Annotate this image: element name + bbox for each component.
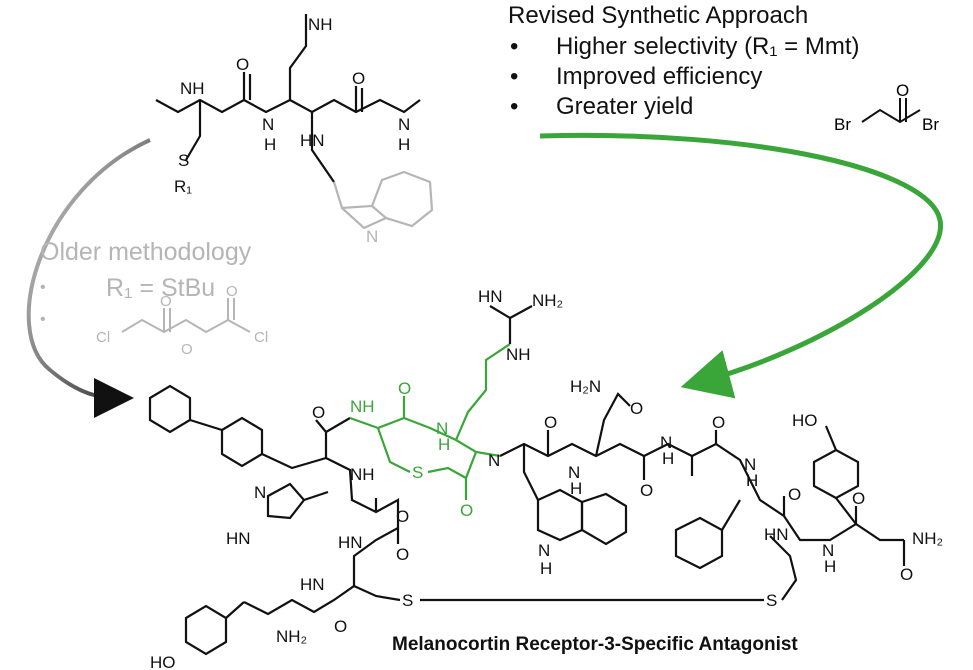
atom-label: N xyxy=(822,541,834,560)
atom-label: Br xyxy=(922,115,939,134)
atom-label: O xyxy=(396,507,409,526)
atom-label: Cl xyxy=(254,329,268,346)
atom-label: H xyxy=(570,479,582,498)
product-structure xyxy=(148,384,906,656)
atom-label: O xyxy=(398,379,411,398)
atom-label: O xyxy=(630,399,643,418)
atom-label: O xyxy=(544,413,557,432)
atom-label: NH xyxy=(308,15,333,34)
guanidine xyxy=(489,305,533,344)
atom-label: N xyxy=(366,227,378,246)
atom-label: HN xyxy=(300,131,325,150)
linker-labels: NH O N H S O xyxy=(350,379,473,520)
product-labels: O NH O HN O HN O NH₂ HO N HN S S N O N H… xyxy=(150,287,943,670)
atom-label: O xyxy=(788,485,801,504)
atom-label: HO xyxy=(150,653,176,670)
atom-label: N xyxy=(488,451,500,470)
atom-label: O xyxy=(712,413,725,432)
atom-label: N xyxy=(436,419,448,438)
atom-label: N xyxy=(538,541,550,560)
atom-label: N xyxy=(262,115,274,134)
atom-label: H xyxy=(746,471,758,490)
older-method-arrow xyxy=(26,138,151,418)
atom-label: N xyxy=(254,483,266,502)
atom-label: O xyxy=(852,489,865,508)
atom-label: S xyxy=(766,591,777,610)
revised-approach-heading: Revised Synthetic Approach xyxy=(508,2,809,29)
list-item xyxy=(40,304,215,336)
atom-label: HN xyxy=(226,529,251,548)
list-item: Improved efficiency xyxy=(508,62,859,92)
atom-label: H xyxy=(824,557,836,576)
precursor-labels: NH O N H NH HN O N H S R₁ N xyxy=(174,15,410,246)
atom-label: H xyxy=(264,135,276,154)
product-caption: Melanocortin Receptor-3-Specific Antagon… xyxy=(392,634,798,655)
revised-approach-list: Higher selectivity (R₁ = Mmt) Improved e… xyxy=(508,32,859,122)
atom-label: N xyxy=(744,455,756,474)
atom-label: N xyxy=(660,433,672,452)
atom-label: N xyxy=(398,115,410,134)
atom-label: O xyxy=(900,565,913,584)
list-item: Higher selectivity (R₁ = Mmt) xyxy=(508,32,859,62)
atom-label: O xyxy=(396,545,409,564)
atom-label: N xyxy=(568,463,580,482)
atom-label: NH₂ xyxy=(532,291,563,310)
atom-label: R₁ xyxy=(174,177,192,196)
atom-label: O xyxy=(181,341,193,358)
list-item: Greater yield xyxy=(508,92,859,122)
atom-label: NH xyxy=(180,79,205,98)
atom-label: O xyxy=(236,55,249,74)
atom-label: O xyxy=(460,501,473,520)
atom-label: O xyxy=(352,69,365,88)
atom-label: H xyxy=(540,559,552,578)
revised-method-arrow xyxy=(539,132,943,399)
atom-label: H xyxy=(398,135,410,154)
atom-label: HN xyxy=(764,525,789,544)
atom-label: H xyxy=(438,435,450,454)
atom-label: O xyxy=(312,403,325,422)
older-methodology-list: R₁ = StBu xyxy=(40,272,215,336)
atom-label: O xyxy=(226,283,238,300)
atom-label: H xyxy=(662,449,674,468)
list-item: R₁ = StBu xyxy=(40,272,215,304)
atom-label: S xyxy=(402,591,413,610)
atom-label: HN xyxy=(478,287,503,306)
atom-label: S xyxy=(178,151,189,170)
atom-label: NH₂ xyxy=(912,529,943,548)
atom-label: O xyxy=(896,81,909,100)
atom-label: H₂N xyxy=(570,377,601,396)
atom-label: NH xyxy=(350,397,375,416)
atom-label: HN xyxy=(300,575,325,594)
atom-label: O xyxy=(640,481,653,500)
older-methodology-heading: Older methodology xyxy=(40,238,252,266)
precursor-fragment xyxy=(155,14,434,230)
atom-label: NH xyxy=(506,345,531,364)
atom-label: NH₂ xyxy=(276,627,307,646)
atom-label: NH xyxy=(350,465,375,484)
atom-label: S xyxy=(412,463,423,482)
atom-label: HO xyxy=(792,411,818,430)
atom-label: O xyxy=(334,617,347,636)
atom-label: HN xyxy=(338,533,363,552)
thioether-linker xyxy=(349,343,511,500)
